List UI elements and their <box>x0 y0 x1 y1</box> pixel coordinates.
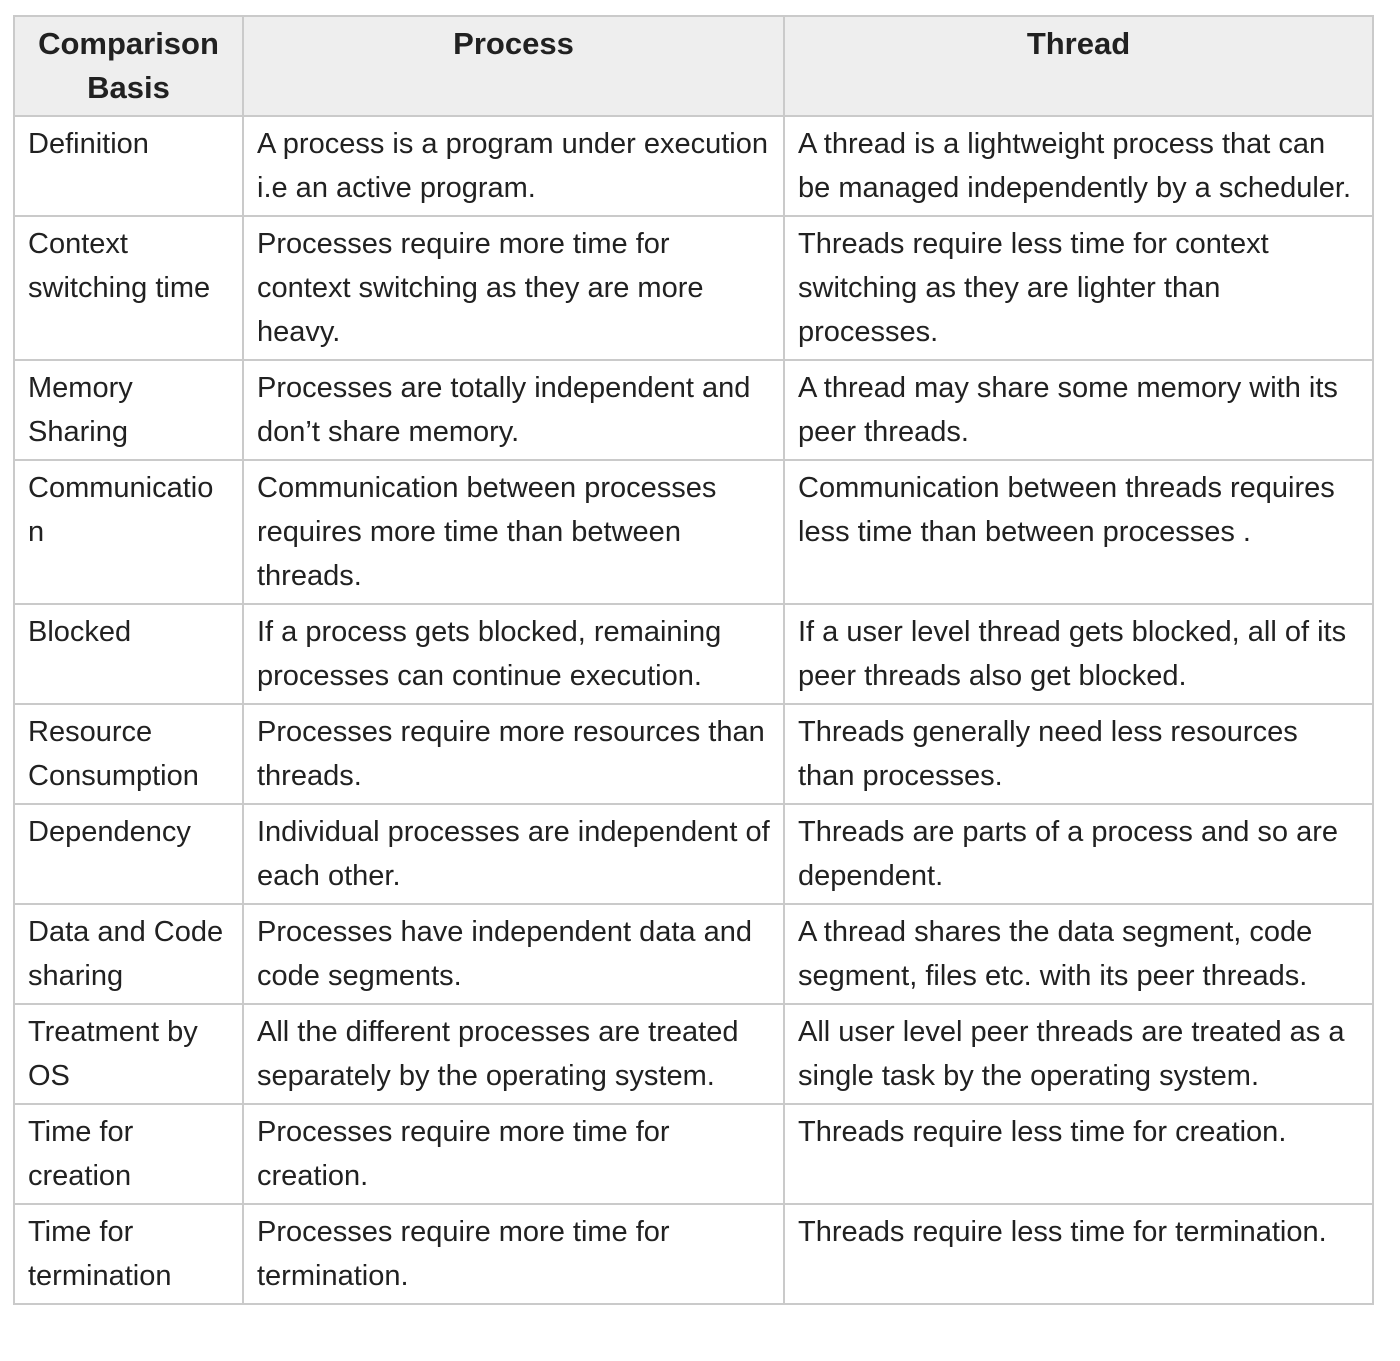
thread-cell: All user level peer threads are treated … <box>783 1003 1374 1105</box>
process-cell: If a process gets blocked, remaining pro… <box>242 603 785 705</box>
basis-cell: Blocked <box>13 603 244 705</box>
thread-cell: A thread shares the data segment, code s… <box>783 903 1374 1005</box>
basis-cell: Definition <box>13 115 244 217</box>
process-cell: Processes are totally independent and do… <box>242 359 785 461</box>
basis-cell: Communication <box>13 459 244 605</box>
process-cell: Processes require more time for creation… <box>242 1103 785 1205</box>
process-cell: Individual processes are independent of … <box>242 803 785 905</box>
basis-cell: Context switching time <box>13 215 244 361</box>
thread-cell: Threads require less time for context sw… <box>783 215 1374 361</box>
table-header: Comparison Basis Process Thread <box>13 15 1374 117</box>
header-process: Process <box>242 15 785 117</box>
basis-cell: Time for termination <box>13 1203 244 1305</box>
basis-cell: Time for creation <box>13 1103 244 1205</box>
process-cell: All the different processes are treated … <box>242 1003 785 1105</box>
header-comparison-basis: Comparison Basis <box>13 15 244 117</box>
thread-cell: Threads require less time for creation. <box>783 1103 1374 1205</box>
header-thread: Thread <box>783 15 1374 117</box>
thread-cell: A thread is a lightweight process that c… <box>783 115 1374 217</box>
header-row: Comparison Basis Process Thread <box>13 15 1374 117</box>
thread-cell: Threads require less time for terminatio… <box>783 1203 1374 1305</box>
process-cell: Communication between processes requires… <box>242 459 785 605</box>
basis-cell: Dependency <box>13 803 244 905</box>
thread-cell: Communication between threads requires l… <box>783 459 1374 605</box>
process-cell: Processes require more time for terminat… <box>242 1203 785 1305</box>
basis-cell: Memory Sharing <box>13 359 244 461</box>
basis-cell: Resource Consumption <box>13 703 244 805</box>
thread-cell: A thread may share some memory with its … <box>783 359 1374 461</box>
thread-cell: Threads generally need less resources th… <box>783 703 1374 805</box>
process-cell: Processes require more time for context … <box>242 215 785 361</box>
process-cell: Processes require more resources than th… <box>242 703 785 805</box>
process-cell: Processes have independent data and code… <box>242 903 785 1005</box>
process-thread-comparison-table: Comparison Basis Process Thread Definiti… <box>13 15 1374 1305</box>
thread-cell: Threads are parts of a process and so ar… <box>783 803 1374 905</box>
thread-cell: If a user level thread gets blocked, all… <box>783 603 1374 705</box>
basis-cell: Treatment by OS <box>13 1003 244 1105</box>
basis-cell: Data and Code sharing <box>13 903 244 1005</box>
process-cell: A process is a program under execution i… <box>242 115 785 217</box>
